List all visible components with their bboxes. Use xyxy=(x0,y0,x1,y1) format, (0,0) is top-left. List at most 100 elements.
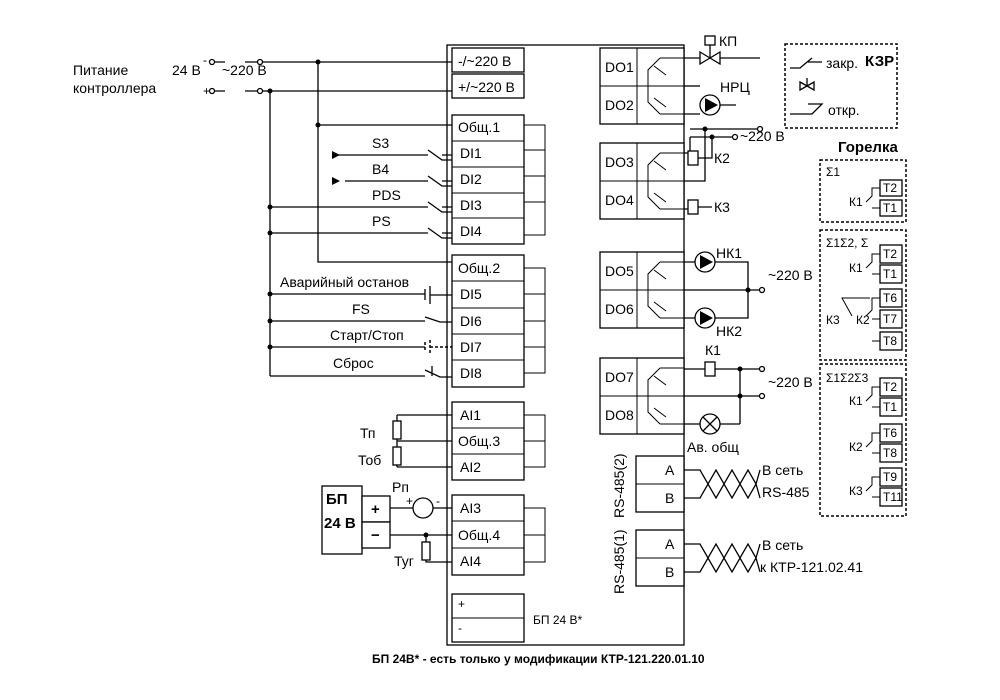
kzr-box: КЗР закр. откр. xyxy=(784,43,898,129)
sensor-b4: B4 xyxy=(372,161,389,177)
svg-text:A: A xyxy=(665,536,675,552)
sensor-rp: Рп xyxy=(392,479,409,495)
svg-text:T6: T6 xyxy=(883,291,897,305)
terminal-do7: DO7 xyxy=(605,369,634,385)
svg-text:К3: К3 xyxy=(849,484,863,498)
terminal-ai2: AI2 xyxy=(460,459,481,475)
supply-label-1: Питание xyxy=(73,62,128,78)
net2-name: к КТР-121.02.41 xyxy=(760,559,863,575)
svg-text:+: + xyxy=(406,494,413,508)
internal-psu-label: БП 24 В* xyxy=(533,613,583,627)
terminal-ai4: AI4 xyxy=(460,553,481,569)
footnote: БП 24В* - есть только у модификации КТР-… xyxy=(372,652,705,666)
kzr-open: откр. xyxy=(828,102,860,118)
terminal-di5: DI5 xyxy=(460,286,482,302)
terminal-do6: DO6 xyxy=(605,301,634,317)
svg-text:T8: T8 xyxy=(883,446,897,460)
kzr-title: КЗР xyxy=(865,53,894,70)
sensor-tob: Тоб xyxy=(358,452,381,468)
net2-label: В сеть xyxy=(762,537,803,553)
terminal-di8: DI8 xyxy=(460,365,482,381)
pump-nrc: НРЦ xyxy=(720,79,750,95)
svg-text:T1: T1 xyxy=(883,267,897,281)
terminal-ai1: AI1 xyxy=(460,407,481,423)
svg-text:T1: T1 xyxy=(883,201,897,215)
di-sensors-2: Аварийный останов FS Старт/Стоп Сброс xyxy=(267,274,452,378)
supply-label-2: контроллера xyxy=(73,80,156,96)
outputs-do1-do2: КП НРЦ xyxy=(684,33,760,116)
terminal-do3: DO3 xyxy=(605,154,634,170)
switch-fs: FS xyxy=(352,301,370,317)
terminal-common-2: Общ.2 xyxy=(458,260,500,276)
svg-text:Ʃ1Ʃ2Ʃ3: Ʃ1Ʃ2Ʃ3 xyxy=(826,371,869,385)
svg-text:К1: К1 xyxy=(849,261,863,275)
terminal-power-1: -/~220 В xyxy=(458,53,511,69)
rs485-2-label: RS-485(2) xyxy=(611,453,627,518)
terminal-common-1: Общ.1 xyxy=(458,119,500,135)
terminal-di7: DI7 xyxy=(460,339,482,355)
svg-text:24 В: 24 В xyxy=(324,515,356,532)
svg-text:T2: T2 xyxy=(883,247,897,261)
svg-text:БП: БП xyxy=(326,491,348,508)
switch-start-stop: Старт/Стоп xyxy=(330,327,404,343)
svg-text:A: A xyxy=(665,462,675,478)
terminal-di3: DI3 xyxy=(460,197,482,213)
sensor-tyg: Туг xyxy=(394,553,414,569)
valve-kp: КП xyxy=(719,33,737,49)
svg-text:К2: К2 xyxy=(849,440,863,454)
svg-text:К1: К1 xyxy=(849,394,863,408)
alarm-lamp-label: Ав. общ xyxy=(687,439,739,455)
svg-text:~220 В: ~220 В xyxy=(740,128,785,144)
rs485-2-block: A B RS-485(2) xyxy=(611,453,685,518)
sensor-s3: S3 xyxy=(372,135,389,151)
svg-text:−: − xyxy=(371,527,380,544)
do-block-4: DO7 DO8 xyxy=(599,357,685,435)
rs485-1-block: A B RS-485(1) xyxy=(611,529,685,594)
terminal-do8: DO8 xyxy=(605,407,634,423)
burner-stage-3: Ʃ1Ʃ2Ʃ3 T2 T1 T6 T8 T9 T11 К1 К2 К3 xyxy=(819,363,907,517)
terminal-di1: DI1 xyxy=(460,145,482,161)
terminal-ai3: AI3 xyxy=(460,500,481,516)
svg-text:~220 В: ~220 В xyxy=(768,267,813,283)
terminal-di6: DI6 xyxy=(460,313,482,329)
terminal-power-2: +/~220 В xyxy=(458,79,515,95)
svg-text:T11: T11 xyxy=(883,490,903,504)
svg-text:+: + xyxy=(203,84,210,98)
sensor-pds: PDS xyxy=(372,187,401,203)
kzr-closed: закр. xyxy=(826,55,858,71)
terminal-do5: DO5 xyxy=(605,263,634,279)
relay-k3: К3 xyxy=(714,199,730,215)
net1-label: В сеть xyxy=(762,462,803,478)
terminal-common-3: Общ.3 xyxy=(458,433,500,449)
svg-text:Ʃ1Ʃ2, Ʃ: Ʃ1Ʃ2, Ʃ xyxy=(826,236,868,250)
analog-sensors-3: Тп Тоб xyxy=(358,414,452,468)
terminal-do4: DO4 xyxy=(605,192,634,208)
svg-text:К1: К1 xyxy=(849,195,863,209)
di-group-1: Общ.1 DI1 DI2 DI3 DI4 xyxy=(451,114,546,245)
relay-k2: К2 xyxy=(714,150,730,166)
svg-text:-: - xyxy=(458,621,462,635)
terminal-do2: DO2 xyxy=(605,97,634,113)
terminal-do1: DO1 xyxy=(605,59,634,75)
svg-text:T1: T1 xyxy=(883,400,897,414)
pump-nk2: НК2 xyxy=(716,323,742,339)
power-terminals: -/~220 В +/~220 В xyxy=(451,47,525,99)
terminal-di2: DI2 xyxy=(460,171,482,187)
svg-text:Ʃ1: Ʃ1 xyxy=(826,165,840,179)
svg-text:B: B xyxy=(665,490,674,506)
terminal-common-4: Общ.4 xyxy=(458,527,500,543)
svg-text:T8: T8 xyxy=(883,334,897,348)
svg-text:К2: К2 xyxy=(856,313,870,327)
outputs-do5-do6: НК1 НК2 ~220 В xyxy=(684,245,813,339)
internal-psu-terminals: + - БП 24 В* xyxy=(451,593,583,643)
external-psu: БП 24 В + − + - Рп Туг xyxy=(321,479,452,569)
svg-text:T2: T2 xyxy=(883,380,897,394)
svg-text:T9: T9 xyxy=(883,470,897,484)
switch-emergency: Аварийный останов xyxy=(280,274,409,290)
ai-group-3: AI1 Общ.3 AI2 xyxy=(451,401,546,481)
svg-text:-: - xyxy=(436,494,440,508)
burner-title: Горелка xyxy=(838,139,898,156)
network-rs485-2: В сеть RS-485 xyxy=(684,462,810,500)
svg-text:T2: T2 xyxy=(883,181,897,195)
